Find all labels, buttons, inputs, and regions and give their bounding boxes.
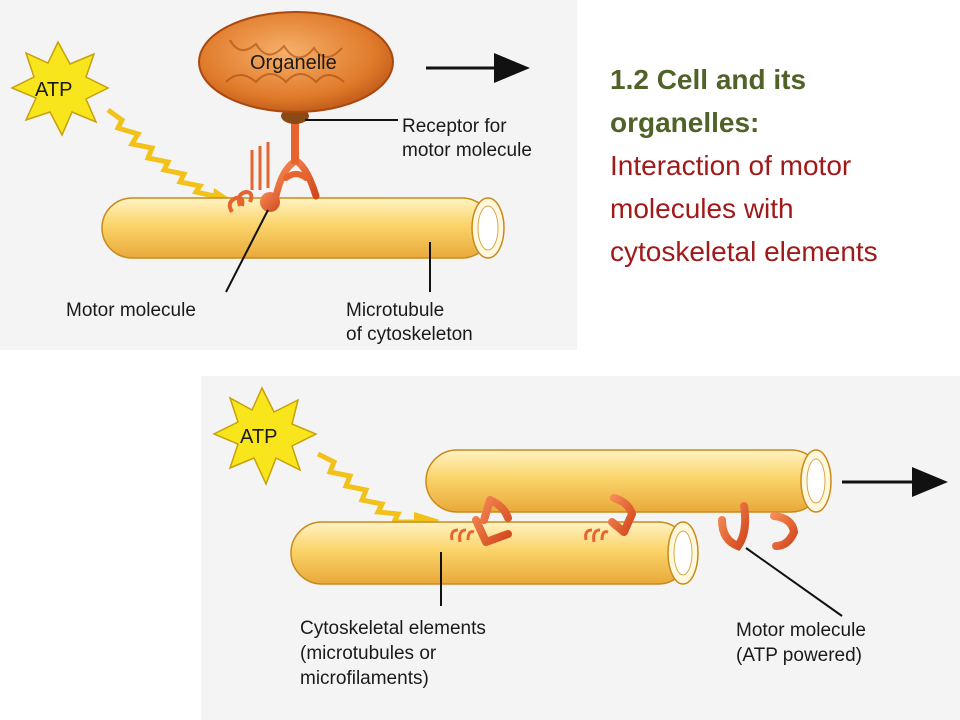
subheading-line2: molecules with — [610, 193, 794, 224]
top-energy-zigzag — [106, 107, 215, 199]
heading-line1: 1.2 Cell and its — [610, 64, 807, 95]
slide-heading: 1.2 Cell and its organelles: Interaction… — [610, 58, 955, 273]
heading-line2: organelles: — [610, 107, 760, 138]
top-atp-burst: ATP — [10, 40, 110, 137]
top-receptor — [281, 108, 309, 164]
bottom-motor-label-line1: Motor molecule — [736, 620, 866, 641]
lower-cytoskeletal-tube — [290, 521, 699, 585]
bottom-motor-molecule-2 — [584, 494, 636, 543]
bottom-motor-molecule-1 — [450, 496, 512, 546]
top-motor-molecule — [227, 142, 320, 214]
bottom-atp-label: ATP — [240, 426, 277, 448]
upper-cytoskeletal-tube — [425, 449, 832, 513]
motor-leader-line — [225, 209, 269, 293]
cyto-label-line2: (microtubules or — [300, 643, 437, 664]
cyto-label-line1: Cytoskeletal elements — [300, 618, 486, 639]
organelle-label: Organelle — [250, 52, 337, 74]
subheading-line3: cytoskeletal elements — [610, 236, 878, 267]
bottom-energy-zigzag — [316, 451, 414, 525]
microtubule-label-line2: of cytoskeleton — [346, 324, 473, 345]
subheading-line1: Interaction of motor — [610, 150, 852, 181]
top-microtubule — [101, 197, 505, 259]
receptor-label-line1: Receptor for — [402, 116, 507, 137]
top-atp-label: ATP — [35, 79, 72, 101]
receptor-label-line2: motor molecule — [402, 140, 532, 161]
bottom-motor-molecule-3 — [718, 502, 799, 551]
cyto-label-line3: microfilaments) — [300, 668, 429, 689]
microtubule-label-line1: Microtubule — [346, 300, 444, 321]
organelle: Organelle — [198, 11, 394, 113]
bottom-atp-burst: ATP — [212, 386, 318, 486]
bottom-motor-leader-line — [745, 547, 843, 617]
bottom-motor-label-line2: (ATP powered) — [736, 645, 862, 666]
top-motor-label: Motor molecule — [66, 300, 196, 321]
